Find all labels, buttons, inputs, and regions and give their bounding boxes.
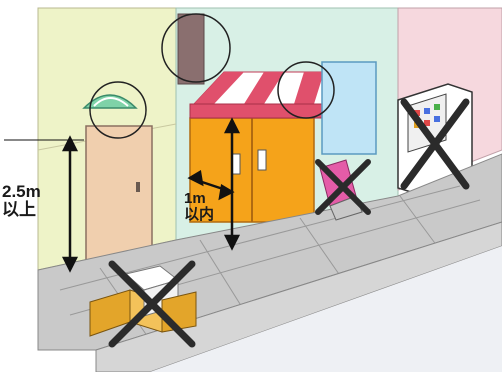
- projection-width-label: 1m 以内: [184, 191, 214, 223]
- pillar-sign: [178, 14, 204, 84]
- side-door: [86, 126, 152, 260]
- clearance-height-label: 2.5m 以上: [2, 183, 41, 219]
